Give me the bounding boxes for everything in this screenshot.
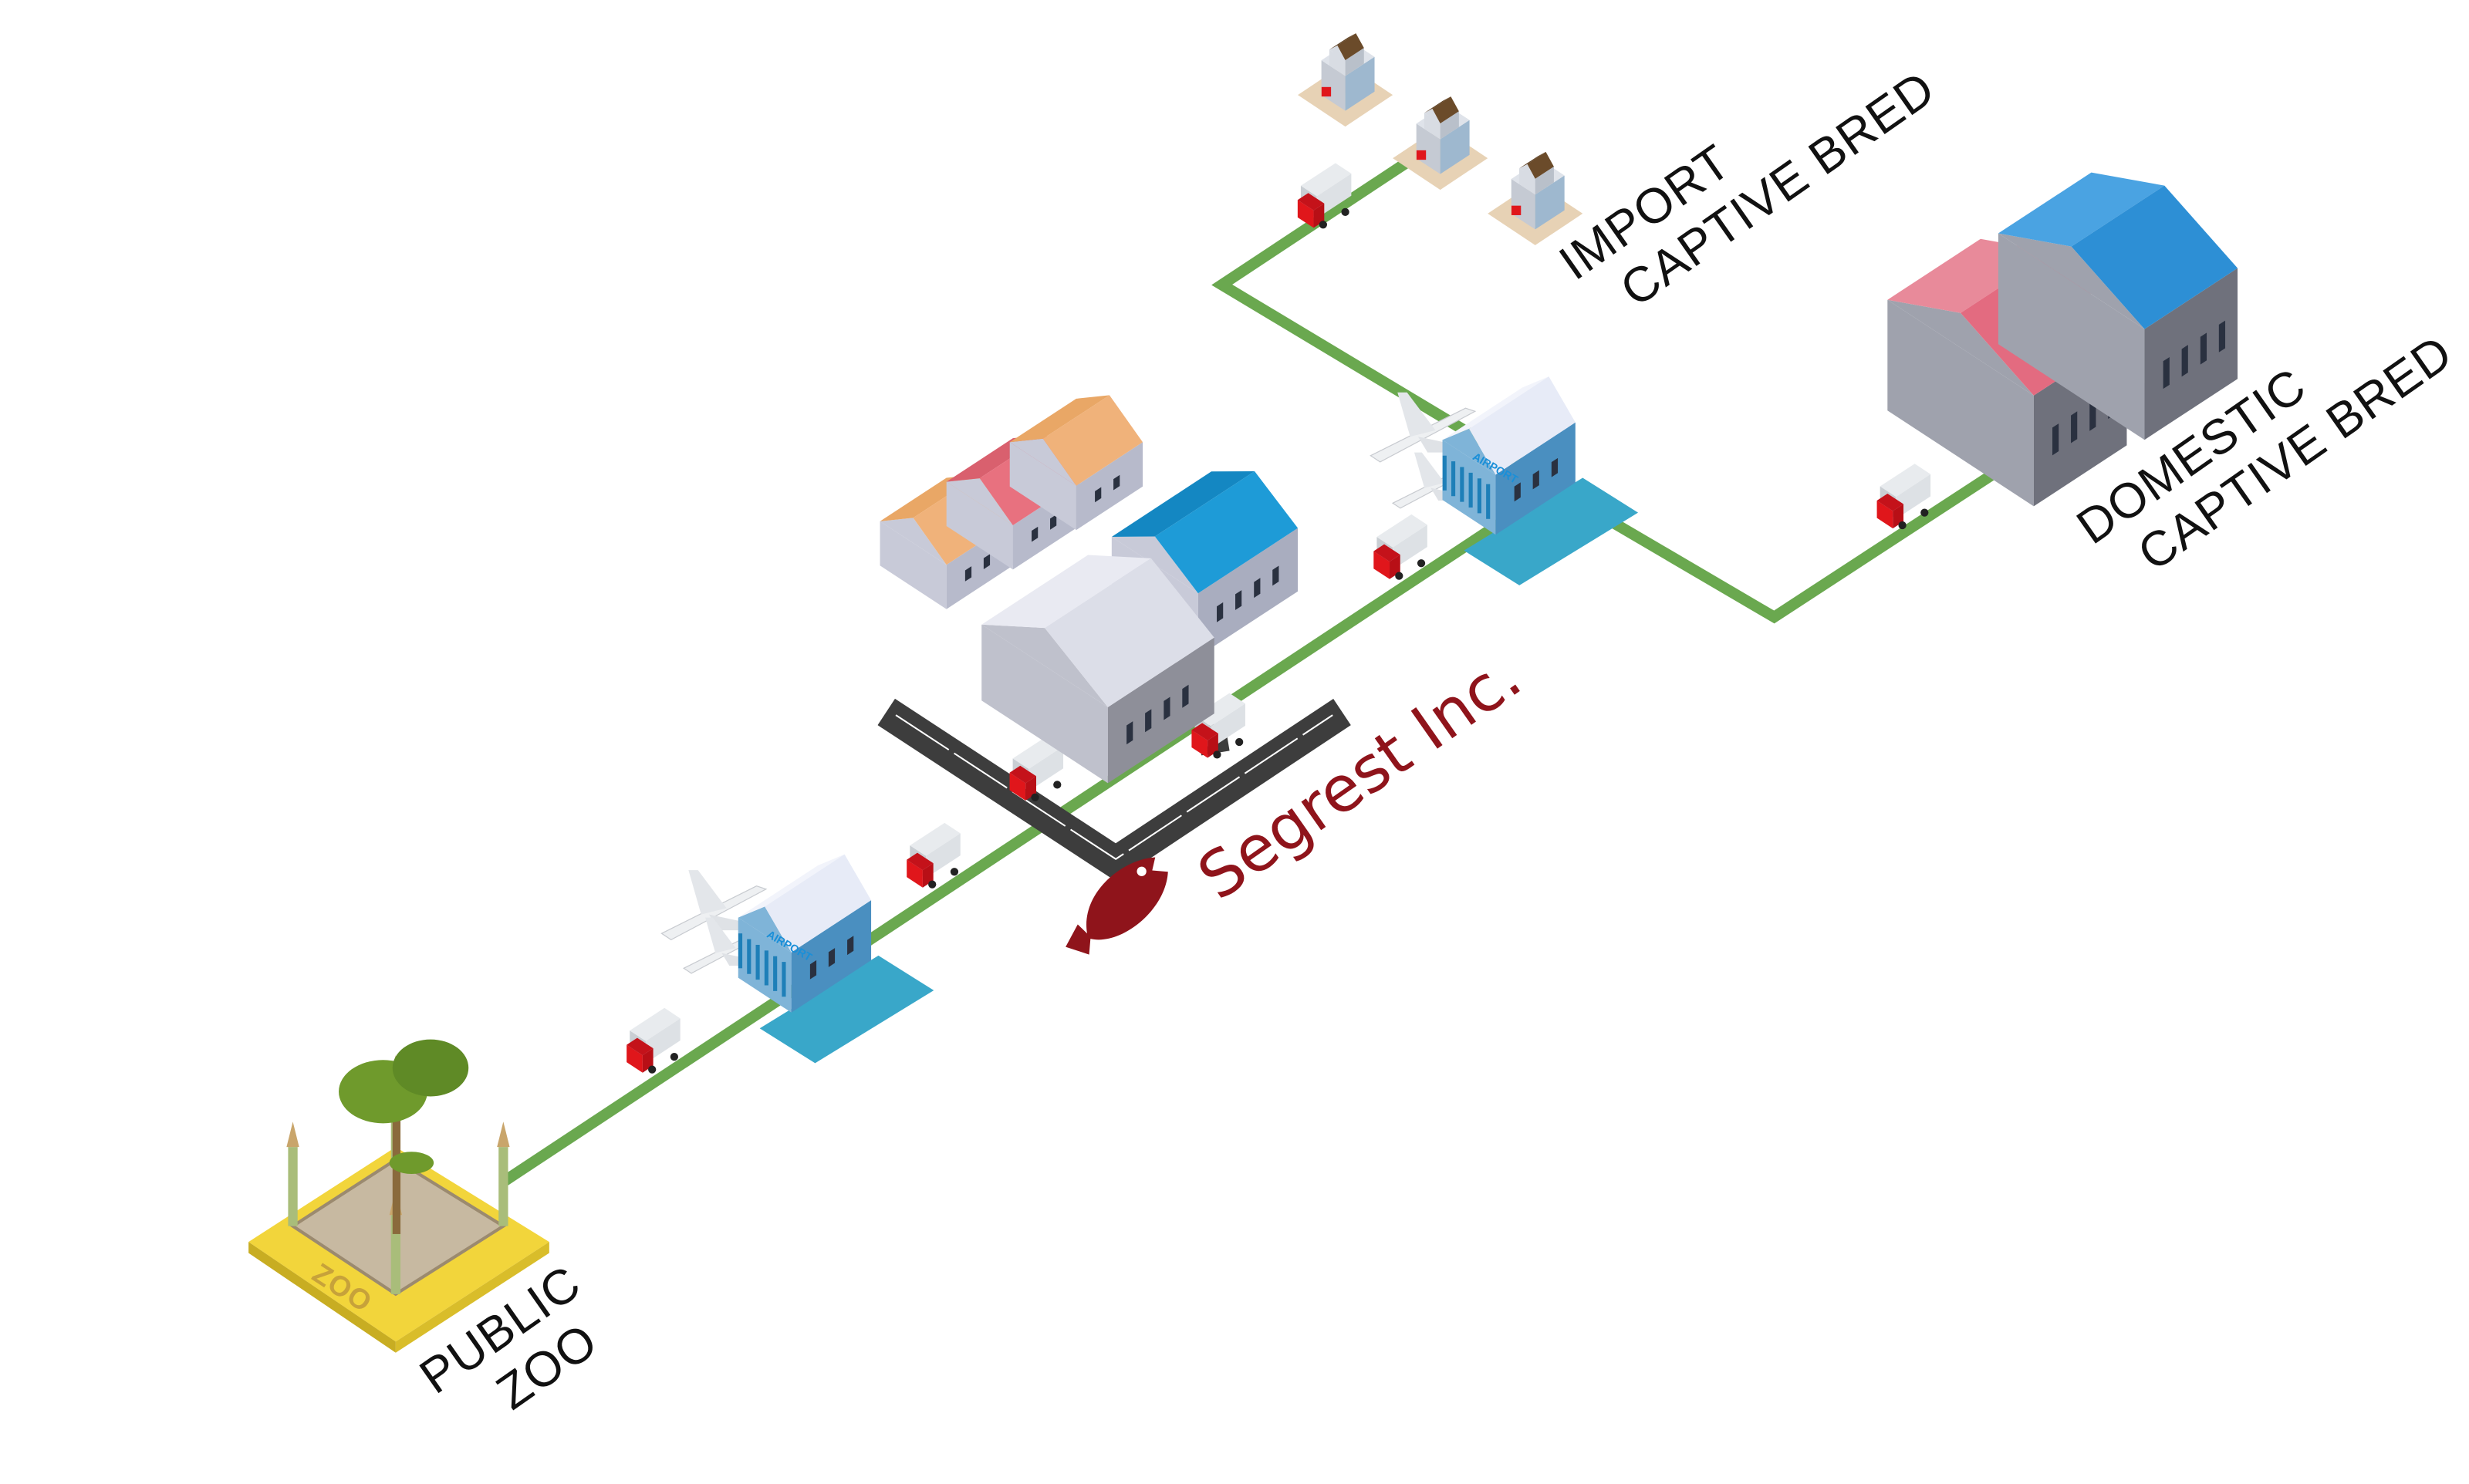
import-facility-hut bbox=[1393, 96, 1488, 191]
domestic-facility-blue bbox=[1998, 172, 2238, 440]
route-zoo-to-airport bbox=[500, 514, 1510, 1187]
route-import bbox=[1211, 153, 1542, 480]
truck-icon bbox=[907, 822, 961, 889]
label-import: IMPORT CAPTIVE BRED bbox=[1549, 60, 1944, 317]
tree-icon bbox=[339, 1039, 469, 1234]
warehouse-main-grey bbox=[981, 555, 1214, 784]
airport-building bbox=[738, 854, 934, 1064]
truck-icon bbox=[1876, 464, 1931, 530]
import-facility-hut bbox=[1298, 33, 1393, 127]
airport-building bbox=[1442, 376, 1639, 585]
scene-objects bbox=[248, 33, 2238, 1353]
route-domestic bbox=[1587, 464, 2005, 624]
truck-icon bbox=[627, 1007, 681, 1074]
route-network bbox=[500, 153, 2005, 1187]
truck-icon bbox=[1297, 163, 1352, 229]
truck-icon bbox=[1373, 514, 1427, 580]
warehouse-orange-2 bbox=[1009, 395, 1143, 531]
fish-icon bbox=[1066, 857, 1168, 955]
